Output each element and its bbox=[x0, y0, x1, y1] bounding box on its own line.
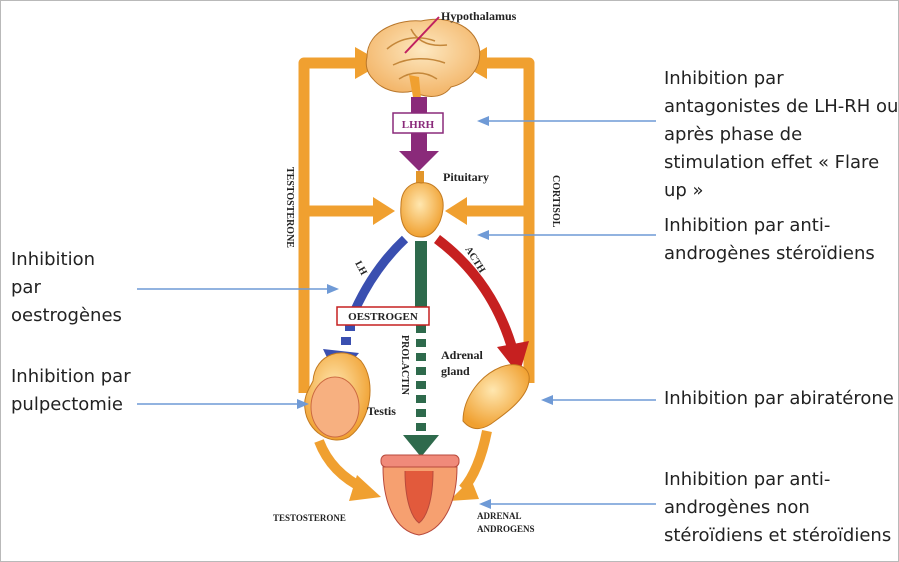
lhrh-inhibition-note: Inhibition par antagonistes de LH-RH ou … bbox=[664, 65, 898, 205]
note-line: androgènes non bbox=[664, 494, 891, 522]
adrenal-to-prostate-arrow bbox=[463, 431, 487, 489]
hypothalamus-brain bbox=[366, 17, 479, 99]
adrenal-gland-label-line2: gland bbox=[441, 364, 470, 378]
cortisol-feedback-arrow bbox=[463, 63, 529, 383]
adrenal-gland-label-line1: Adrenal bbox=[441, 348, 483, 362]
hypothalamus-label: Hypothalamus bbox=[441, 9, 517, 23]
nonsteroidal-antiandrogen-note: Inhibition par anti- androgènes non stér… bbox=[664, 466, 891, 550]
cortisol-feedback-head-pituitary bbox=[445, 197, 467, 225]
note-line: Inhibition par bbox=[11, 363, 131, 391]
note-line: stéroïdiens et stéroïdiens bbox=[664, 522, 891, 550]
prolactin-arrow bbox=[415, 241, 427, 307]
note-line: pulpectomie bbox=[11, 391, 131, 419]
pituitary-label: Pituitary bbox=[443, 170, 489, 184]
adrenal-androgens-label-line2: ANDROGENS bbox=[477, 524, 535, 534]
testosterone-vertical-label: TESTOSTERONE bbox=[284, 167, 295, 248]
oestrogen-label: OESTROGEN bbox=[348, 311, 418, 323]
testis bbox=[305, 353, 370, 440]
testis-label: Testis bbox=[367, 404, 396, 418]
note-line: stimulation effet « Flare bbox=[664, 149, 898, 177]
note-line: Inhibition par bbox=[664, 65, 898, 93]
cortisol-vertical-label: CORTISOL bbox=[550, 175, 561, 228]
abiraterone-note: Inhibition par abiratérone bbox=[664, 385, 894, 413]
testosterone-feedback-head-pituitary bbox=[373, 197, 395, 225]
note-line: Inhibition par anti- bbox=[664, 212, 875, 240]
pulpectomy-inhibition-note: Inhibition par pulpectomie bbox=[11, 363, 131, 419]
note-line: Inhibition par abiratérone bbox=[664, 385, 894, 413]
note-line: après phase de bbox=[664, 121, 898, 149]
note-line: oestrogènes bbox=[11, 302, 122, 330]
oestrogen-inhibition-note: Inhibition par oestrogènes bbox=[11, 246, 122, 330]
note-line: androgènes stéroïdiens bbox=[664, 240, 875, 268]
note-line: antagonistes de LH-RH ou bbox=[664, 93, 898, 121]
note-line: Inhibition bbox=[11, 246, 122, 274]
note-line: par bbox=[11, 274, 122, 302]
note-line: up » bbox=[664, 177, 898, 205]
lhrh-label: LHRH bbox=[402, 119, 435, 131]
adrenal-androgens-label-line1: ADRENAL bbox=[477, 511, 522, 521]
adrenal-gland bbox=[463, 365, 529, 429]
testosterone-bottom-label: TESTOSTERONE bbox=[273, 513, 346, 523]
note-line: Inhibition par anti- bbox=[664, 466, 891, 494]
prolactin-vertical-label: PROLACTIN bbox=[399, 335, 410, 396]
lh-label: LH bbox=[352, 259, 369, 277]
prostate bbox=[381, 455, 459, 535]
lhrh-arrow bbox=[399, 97, 439, 171]
steroidal-antiandrogen-note: Inhibition par anti- androgènes stéroïdi… bbox=[664, 212, 875, 268]
pituitary-gland bbox=[401, 171, 443, 237]
